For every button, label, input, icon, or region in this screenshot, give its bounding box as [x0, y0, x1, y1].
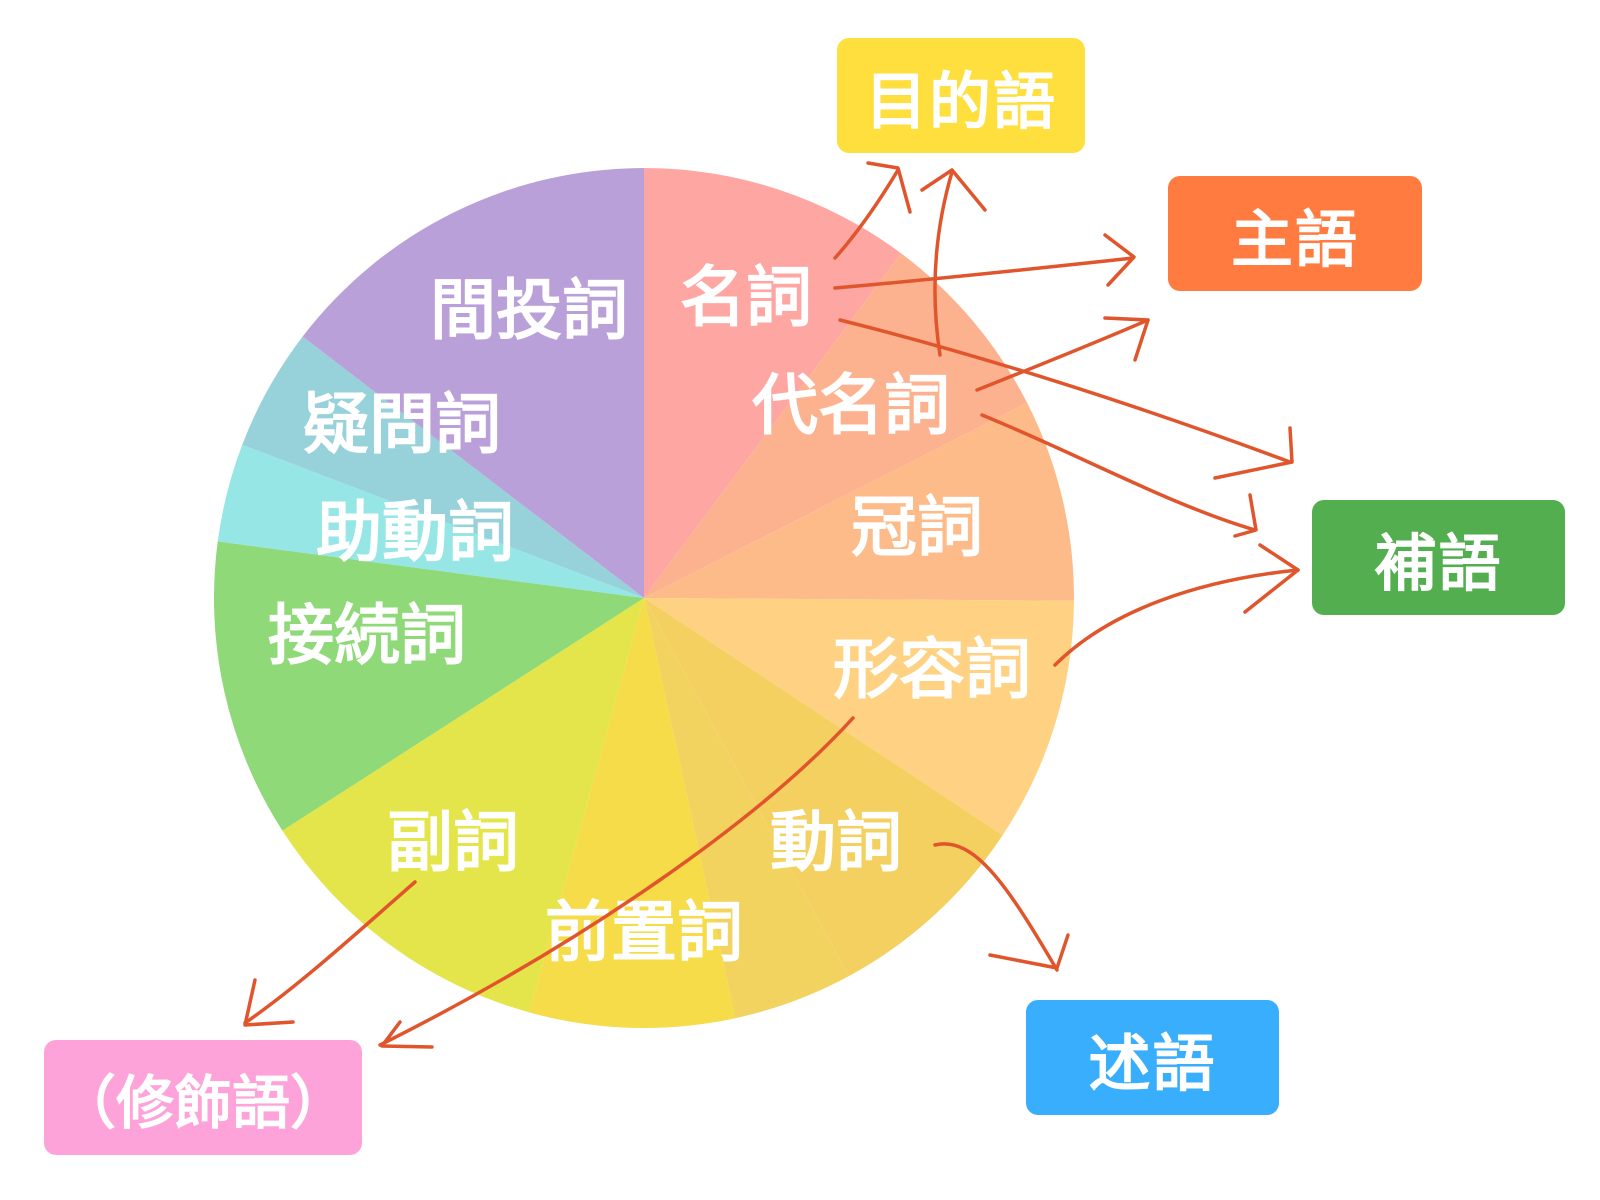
role-box-jutsugo: 述語: [1026, 1000, 1279, 1115]
pie-slice-6: [529, 598, 736, 1029]
pie-labels: 名詞 代名詞 冠詞 形容詞 動詞 前置詞 副詞 接続詞 助動詞 疑問詞 間投詞: [268, 259, 1031, 971]
role-box-mokutekigo: 目的語: [837, 38, 1085, 153]
pie-slice-0: [644, 168, 902, 598]
pie-slice-3: [644, 598, 1074, 836]
pie-slice-4: [644, 598, 1003, 977]
pie-slice-8: [214, 541, 644, 831]
role-box-shugo: 主語: [1168, 176, 1422, 291]
label-jodoushi: 助動詞: [316, 494, 514, 571]
arrow-head-meishi-hogo: [1213, 426, 1294, 480]
arrow-doushi-to-jutsugo: [933, 842, 1059, 972]
label-fukushi: 副詞: [387, 804, 519, 881]
arrow-head-fukushi-shushokugo: [243, 978, 295, 1027]
arrow-keiyoushi-to-hogo: [1053, 568, 1300, 667]
arrow-meishi-to-hogo: [838, 318, 1292, 464]
pie-slice-11: [302, 168, 644, 598]
arrow-head-keiyoushi-shushokugo: [380, 1020, 434, 1049]
arrow-head-daimeishi-shugo: [1103, 316, 1150, 362]
label-setsuzokushi: 接続詞: [268, 597, 466, 674]
pie-slice-1: [644, 253, 1028, 598]
arrow-daimeishi-to-mokutekigo: [933, 170, 954, 357]
pie-slice-7: [282, 598, 644, 1013]
pie-slice-2: [644, 402, 1074, 601]
arrow-daimeishi-to-hogo: [980, 413, 1257, 532]
arrow-meishi-to-mokutekigo: [833, 168, 900, 260]
arrow-meishi-to-shugo: [833, 256, 1135, 290]
arrow-head-meishi-shugo: [1103, 233, 1136, 287]
arrow-head-daimeishi-hogo: [1233, 493, 1258, 538]
arrow-head-daimeishi-mokutekigo: [920, 168, 987, 212]
label-kantoushi: 間投詞: [430, 272, 628, 349]
arrow-head-meishi-mokutekigo: [866, 161, 912, 214]
pie-slice-10: [242, 336, 645, 598]
role-box-hogo: 補語: [1312, 500, 1565, 615]
label-zenchishi: 前置詞: [545, 894, 743, 971]
arrow-head-keiyoushi-hogo: [1243, 543, 1300, 614]
arrow-fukushi-to-shushokugo: [243, 880, 417, 1025]
label-daimeishi: 代名詞: [751, 367, 950, 444]
arrow-head-doushi-jutsugo: [988, 933, 1070, 970]
label-doushi: 動詞: [770, 804, 902, 881]
label-meishi: 名詞: [680, 259, 812, 336]
pie-slice-9: [217, 444, 645, 598]
label-gimonshi: 疑問詞: [303, 386, 501, 463]
role-box-shushokugo: （修飾語）: [44, 1040, 362, 1155]
label-kanshi: 冠詞: [851, 489, 983, 566]
label-keiyoushi: 形容詞: [833, 631, 1031, 708]
parts-of-speech-pie: [214, 168, 1074, 1029]
relation-arrows: [243, 161, 1300, 1049]
arrow-daimeishi-to-shugo: [975, 318, 1150, 392]
pie-slice-5: [644, 598, 849, 1019]
arrow-keiyoushi-to-shushokugo: [378, 716, 855, 1047]
